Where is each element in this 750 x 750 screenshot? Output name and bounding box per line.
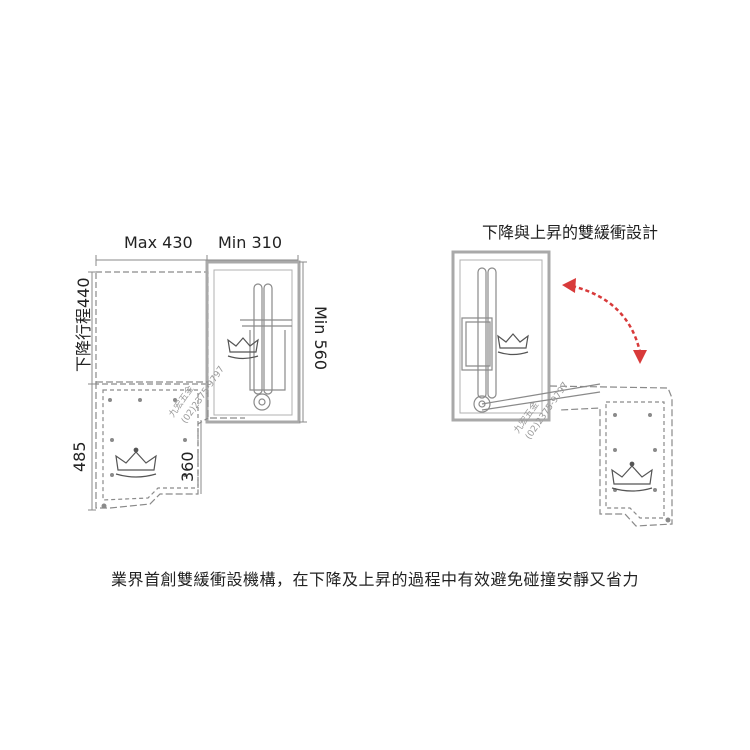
pivot-right [473, 395, 491, 413]
lower-basket-right [549, 385, 673, 527]
stroke-label: 下降行程440 [74, 277, 93, 372]
min-width-label: Min 310 [218, 233, 283, 252]
cabinet-left [205, 260, 301, 424]
swing-arrow-icon [562, 278, 647, 364]
right-title: 下降與上昇的雙緩衝設計 [482, 223, 659, 242]
min-height-label: Min 560 [311, 306, 330, 371]
upper-dashed-box [95, 271, 209, 385]
caption: 業界首創雙緩衝設機構，在下降及上昇的過程中有效避免碰撞安靜又省力 [110, 570, 639, 589]
rail-left-1 [253, 283, 263, 395]
lower-inner-label: 360 [178, 451, 197, 482]
max-width-label: Max 430 [124, 233, 193, 252]
rail-left-2 [263, 283, 273, 395]
pivot-left [253, 393, 271, 411]
left-figure [88, 255, 307, 511]
crown-logo-icon [497, 333, 653, 492]
rail-right-2 [487, 267, 497, 399]
crown-logo-icon [115, 337, 259, 478]
lower-basket-left [95, 381, 245, 509]
right-figure [451, 250, 673, 527]
cabinet-right [451, 250, 551, 422]
lower-height-label: 485 [70, 441, 89, 472]
rail-right-1 [477, 267, 487, 399]
